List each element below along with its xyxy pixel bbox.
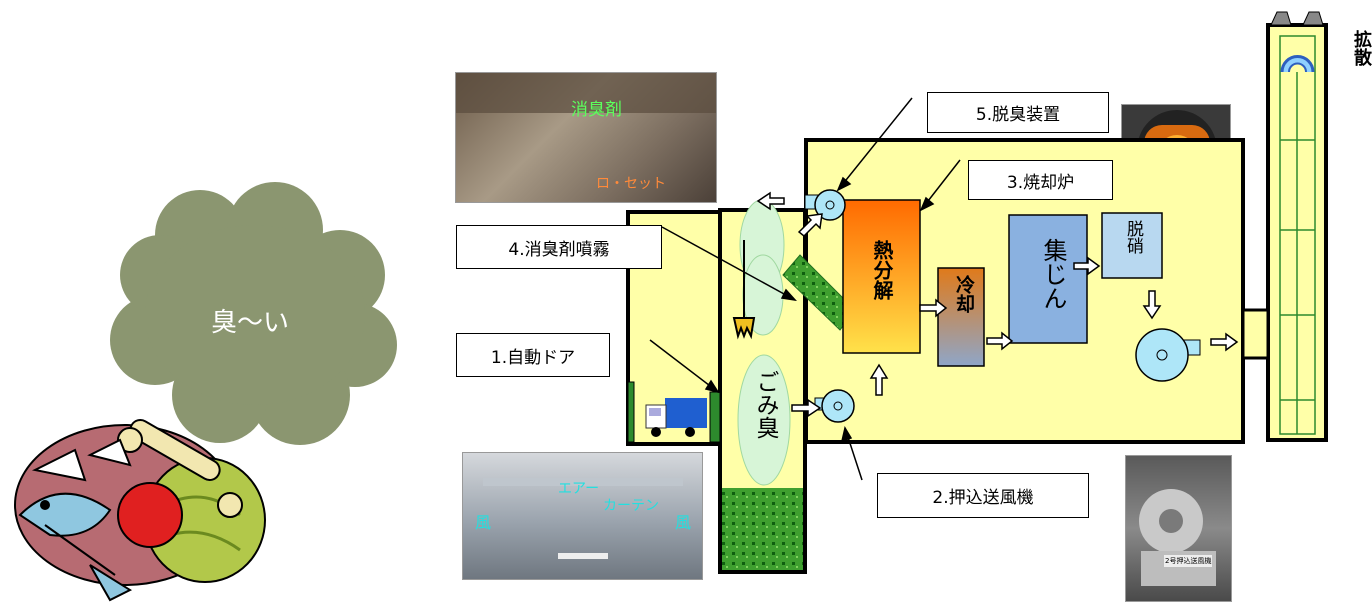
denox-label: 脱硝 — [1123, 220, 1143, 254]
dust-label: 集じん — [1039, 238, 1067, 310]
pyrolysis-label: 熱分解 — [870, 240, 894, 300]
pit-overlay-bottom: ロ・セット — [596, 176, 666, 192]
dust-box — [1008, 214, 1088, 344]
label-incinerator: 3.焼却炉 — [968, 160, 1113, 200]
platform-overlay-top: エアー — [558, 481, 600, 497]
pit-overlay-top: 消臭剤 — [571, 100, 622, 120]
fan-plate: 2号押込送風機 — [1164, 555, 1213, 567]
deodorizer-fan-icon — [804, 189, 846, 221]
pit-garbage-pile — [722, 488, 803, 570]
diffusion-label: 拡散 — [1351, 30, 1372, 66]
label-forced-fan: 2.押込送風機 — [877, 473, 1089, 518]
label-auto-door: 1.自動ドア — [456, 333, 610, 377]
forced-fan-icon — [814, 389, 855, 423]
label-spray: 4.消臭剤噴霧 — [456, 225, 662, 269]
platform-overlay-mid: カーテン — [603, 498, 659, 514]
pyrolysis-box — [842, 199, 921, 354]
garbage-pit-photo: 消臭剤 ロ・セット — [455, 72, 717, 203]
cloud-shape — [110, 182, 397, 445]
platform-overlay-right: 風 — [675, 513, 692, 532]
smell-cloud: 臭〜い — [100, 180, 400, 460]
door-left — [627, 381, 635, 443]
label-deodorizer: 5.脱臭装置 — [927, 92, 1109, 133]
mist-cloud — [737, 199, 791, 486]
cloud-text: 臭〜い — [210, 308, 289, 338]
garbage-clipart — [5, 395, 270, 605]
crane-grab-icon — [732, 240, 756, 340]
truck-icon — [645, 398, 707, 437]
cooling-label: 冷却 — [953, 275, 975, 313]
garbage-smell-label: ごみ臭 — [752, 370, 778, 439]
platform-photo: エアー カーテン 風 風 — [462, 452, 703, 580]
induced-fan-icon — [1135, 328, 1201, 382]
denox-box — [1101, 212, 1163, 279]
door-right — [709, 391, 721, 443]
flow-arrows — [756, 191, 1239, 418]
platform-overlay-left: 風 — [475, 513, 492, 532]
cooling-box — [937, 267, 985, 367]
fan-photo: 2号押込送風機 — [1125, 455, 1232, 602]
